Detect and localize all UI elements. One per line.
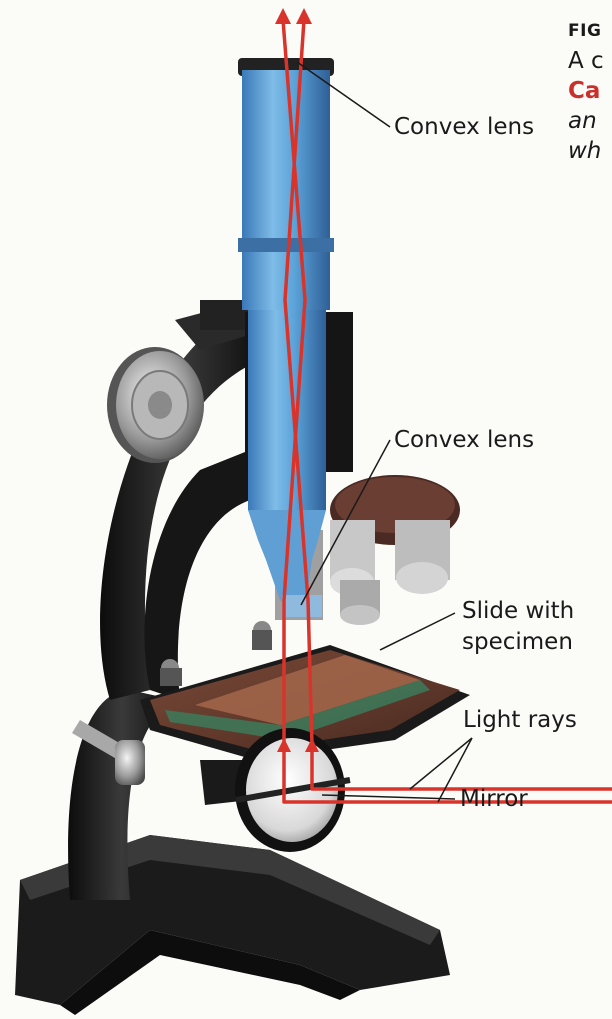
- focus-knob: [107, 347, 204, 463]
- figure-caption: FIG A c Ca an wh: [568, 16, 612, 166]
- label-mirror: Mirror: [460, 786, 528, 812]
- arrow-top-right: [296, 8, 312, 24]
- microscope-tube: [238, 58, 334, 617]
- ray-left: [281, 19, 612, 804]
- caption-line5: wh: [568, 138, 602, 164]
- arrow-top-left: [275, 8, 291, 24]
- leader-slide: [379, 612, 456, 651]
- label-slide-line1: Slide with: [462, 598, 575, 624]
- arrow-mirror-left: [277, 738, 291, 752]
- leader-convex-lens-top: [296, 61, 391, 128]
- label-convex-lens-top: Convex lens: [394, 114, 535, 140]
- leader-light-rays-2: [437, 737, 473, 803]
- label-slide-line2: specimen: [462, 629, 573, 655]
- microscope-stage: [140, 621, 470, 760]
- caption-line2: A c: [568, 48, 604, 74]
- caption-fig: FIG: [568, 21, 602, 41]
- caption-line3: Ca: [568, 78, 601, 104]
- label-light-rays: Light rays: [463, 707, 577, 733]
- mirror: [200, 728, 351, 852]
- light-rays: [281, 19, 612, 804]
- leader-light-rays-1: [409, 737, 473, 790]
- arrow-mirror-right: [305, 738, 319, 752]
- leader-lines: [296, 61, 473, 803]
- ray-right: [283, 19, 612, 791]
- leader-mirror: [321, 794, 456, 800]
- leader-convex-lens-bottom: [300, 439, 391, 606]
- caption-line4: an: [568, 108, 597, 134]
- adjustment-lever: [72, 720, 145, 785]
- ray-arrowheads: [275, 8, 319, 752]
- label-convex-lens-bottom: Convex lens: [394, 427, 535, 453]
